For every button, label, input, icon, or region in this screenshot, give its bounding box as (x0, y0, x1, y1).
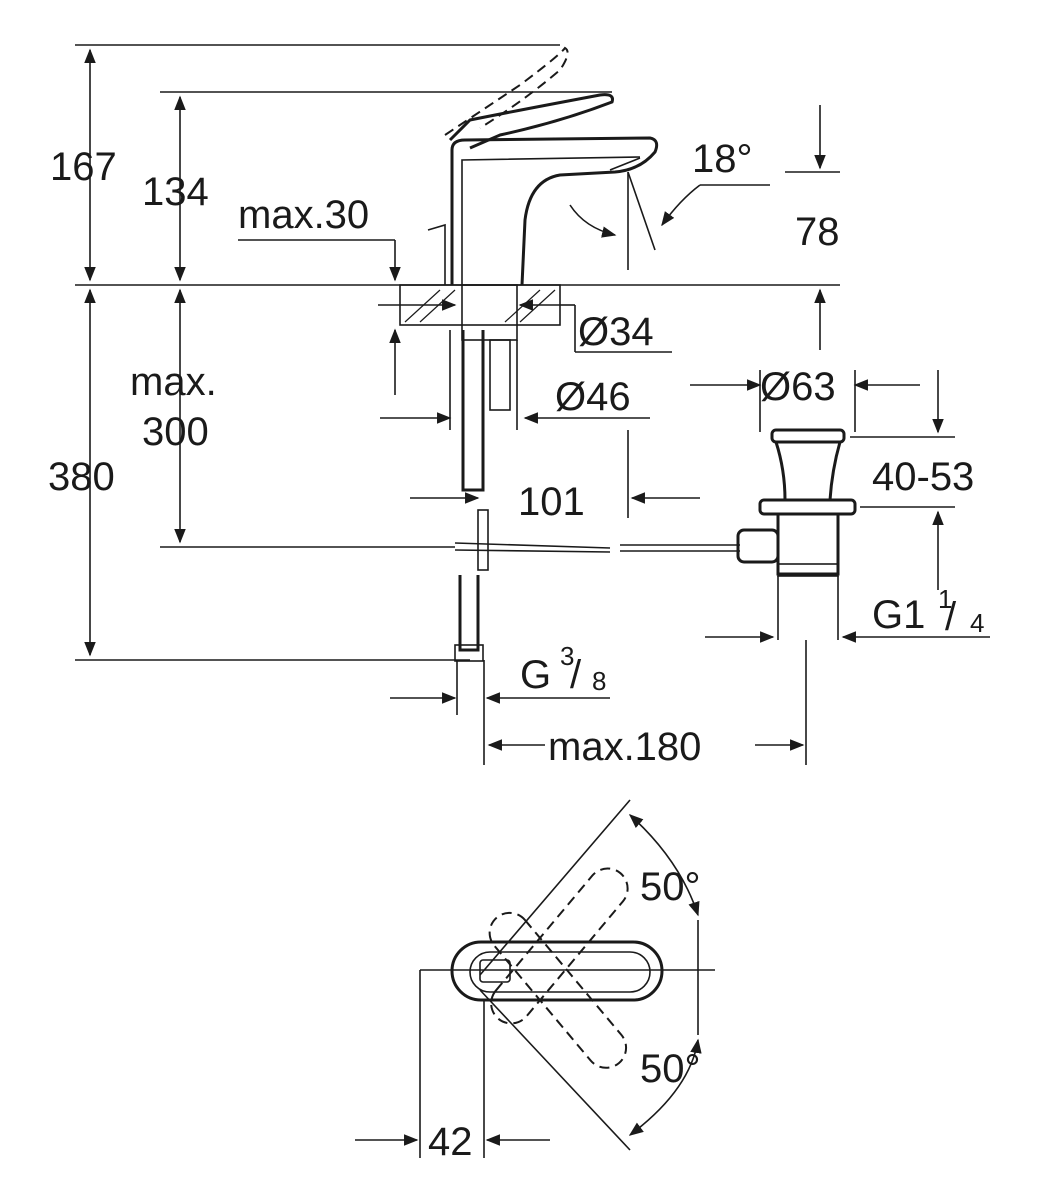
label-max-180: max.180 (548, 725, 701, 769)
drain-nut (777, 563, 839, 577)
label-max-300: 300 (142, 410, 209, 454)
label-g38-numerator: 3 (560, 641, 574, 671)
label-height-134: 134 (142, 170, 209, 214)
lever-rotated-up (490, 867, 629, 1025)
flex-hose-upper (461, 330, 485, 492)
label-g38-denominator: 8 (592, 666, 606, 696)
faucet-body-inner (461, 156, 641, 285)
label-angle-50-bottom: 50° (640, 1047, 701, 1091)
label-max: max. (130, 360, 217, 404)
label-height-78: 78 (795, 210, 840, 254)
drain-neck (774, 441, 842, 502)
brand-logo-icon (479, 959, 511, 983)
pull-rod-left (454, 542, 611, 549)
label-width-42: 42 (428, 1120, 473, 1164)
lever-handle (448, 93, 614, 150)
drain-flange (758, 498, 857, 516)
label-g1-denominator: 4 (970, 608, 984, 638)
drain-lever-housing (736, 528, 780, 564)
label-diameter-63: Ø63 (760, 365, 836, 409)
label-width-101: 101 (518, 480, 585, 524)
drain-cap (770, 428, 846, 444)
spout-tip (609, 157, 641, 171)
label-height-380: 380 (48, 455, 115, 499)
svg-text:/: / (945, 595, 957, 639)
lever-rotated-down (488, 911, 628, 1069)
label-g1-numerator: 1 (938, 584, 952, 614)
label-max30: max.30 (238, 193, 369, 237)
label-range-40-53: 40-53 (872, 455, 974, 499)
flex-hose-lower (458, 575, 480, 652)
label-angle-18: 18° (692, 137, 753, 181)
mounting-shank (461, 284, 518, 341)
top-view-body (450, 940, 664, 1002)
faucet-top-view (355, 799, 715, 1158)
drain-body (776, 512, 840, 576)
dimension-lines (75, 44, 990, 765)
popup-rod (427, 223, 446, 285)
rod-clamp (477, 509, 489, 571)
label-diameter-34: Ø34 (578, 310, 654, 354)
label-diameter-46: Ø46 (555, 375, 631, 419)
pull-rod-left-2 (454, 549, 611, 553)
faucet-side-view (75, 46, 840, 662)
label-height-167: 167 (50, 145, 117, 189)
hose-connector (454, 644, 484, 662)
label-angle-50-top: 50° (640, 865, 701, 909)
label-g38: G (520, 653, 551, 697)
faucet-body (450, 136, 659, 286)
svg-text:/: / (570, 653, 582, 697)
lever-open-outline (444, 46, 569, 136)
dimension-labels: 167 134 max.30 18° 78 Ø34 max. 300 Ø46 Ø… (48, 137, 984, 1164)
top-view-lever (469, 951, 651, 993)
waste-drain (736, 428, 857, 640)
label-g1: G1 (872, 593, 925, 637)
mounting-stud (489, 339, 511, 411)
